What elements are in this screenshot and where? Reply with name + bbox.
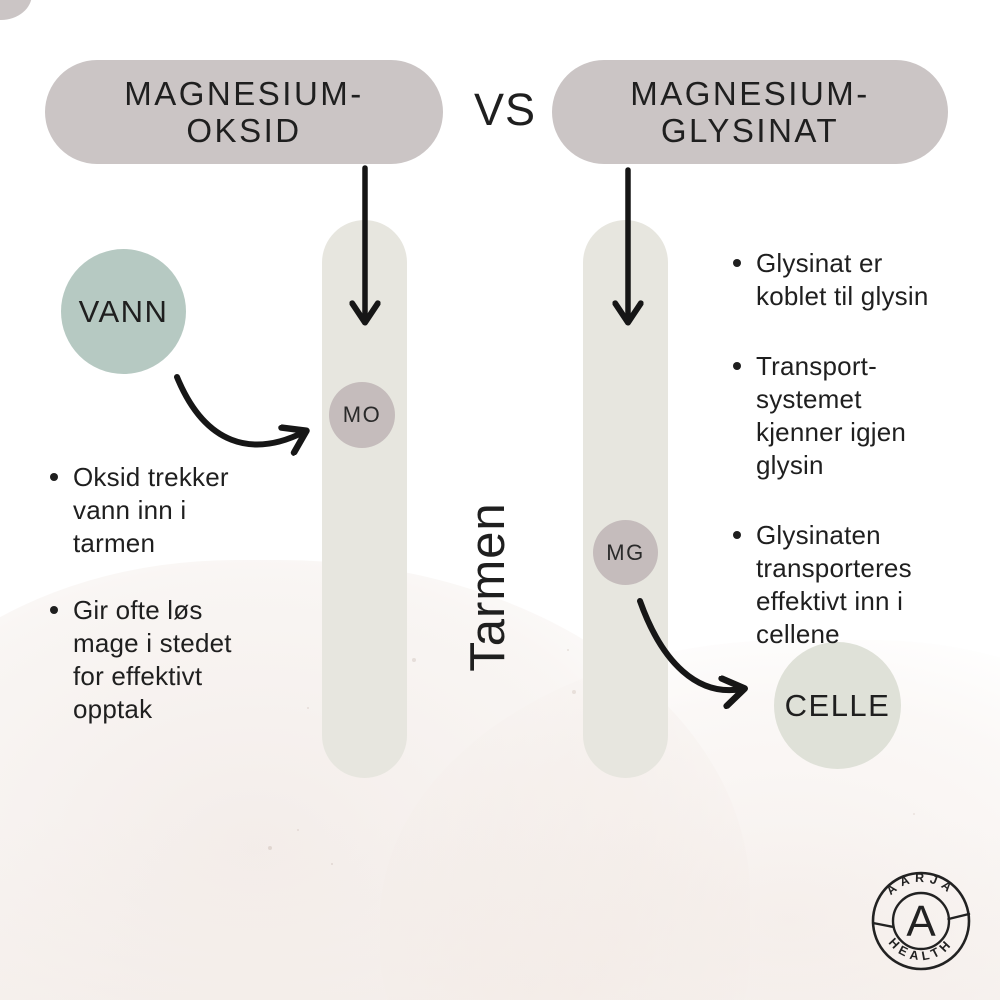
aarja-health-logo-icon: AARJA HEALTH A — [871, 871, 971, 971]
mo-label: MO — [342, 402, 382, 427]
logo-wing-line-left — [871, 921, 895, 929]
pill-title-line: MAGNESIUM- — [630, 75, 870, 112]
list-item: Oksid trekker vann inn i tarmen — [50, 461, 270, 560]
logo-outer-ring — [871, 871, 971, 971]
list-item: Transport-systemet kjenner igjen glysin — [733, 350, 963, 482]
arrow-vann-to-mo — [174, 374, 304, 444]
intestine-bar-left — [322, 220, 407, 778]
bullet-text: Glysinaten transporteres effektivt inn i… — [756, 520, 912, 649]
pill-title-line: OKSID — [186, 112, 302, 149]
logo-monogram: A — [906, 897, 936, 946]
pill-title-line: GLYSINAT — [660, 112, 840, 149]
logo-wing-line-right — [947, 912, 971, 921]
vann-circle: VANN — [61, 249, 186, 374]
mg-label: MG — [606, 539, 645, 565]
bullet-dot — [733, 531, 741, 539]
mg-circle: MG — [593, 520, 658, 585]
bullet-text: Gir ofte løs mage i stedet for effektivt… — [73, 595, 232, 724]
bullet-dot — [733, 259, 741, 267]
tarmen-label: Tarmen — [461, 502, 515, 672]
bullet-dot — [50, 473, 58, 481]
logo-inner-ring — [891, 891, 951, 951]
bullet-dot — [50, 606, 58, 614]
bullet-text: Glysinat er koblet til glysin — [756, 248, 929, 311]
vann-label: VANN — [78, 293, 169, 329]
mo-circle: MO — [329, 382, 395, 448]
bullet-text: Oksid trekker vann inn i tarmen — [73, 462, 229, 558]
bullet-text: Transport-systemet kjenner igjen glysin — [756, 351, 907, 480]
right-bullet-list: Glysinat er koblet til glysin Transport-… — [733, 247, 963, 688]
header-pill-magnesium-oksid: MAGNESIUM- OKSID — [45, 60, 443, 164]
bullet-dot — [733, 362, 741, 370]
list-item: Gir ofte løs mage i stedet for effektivt… — [50, 594, 270, 726]
celle-label: CELLE — [784, 687, 891, 723]
header-pill-magnesium-glysinat: MAGNESIUM- GLYSINAT — [552, 60, 948, 164]
list-item: Glysinat er koblet til glysin — [733, 247, 963, 313]
pill-title-line: MAGNESIUM- — [124, 75, 364, 112]
watercolor-wash — [0, 820, 1000, 1000]
list-item: Glysinaten transporteres effektivt inn i… — [733, 519, 963, 651]
left-bullet-list: Oksid trekker vann inn i tarmen Gir ofte… — [50, 461, 270, 760]
corner-blob — [0, 0, 32, 20]
intestine-bar-right — [583, 220, 668, 778]
vs-label: VS — [473, 84, 537, 135]
celle-circle: CELLE — [774, 642, 901, 769]
